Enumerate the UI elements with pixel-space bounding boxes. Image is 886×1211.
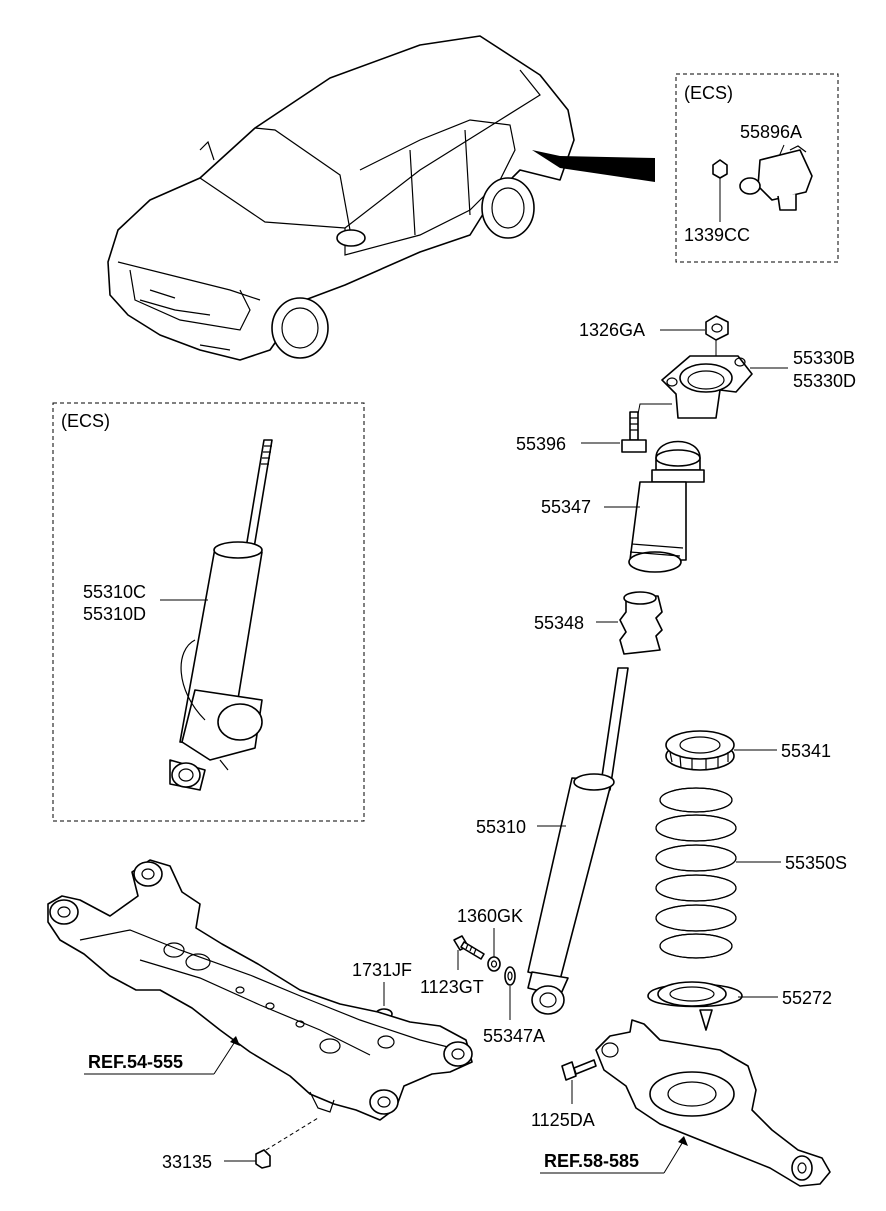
ecs-shock-box bbox=[52, 402, 365, 822]
label-55310D: 55310D bbox=[83, 604, 146, 624]
label-55310: 55310 bbox=[476, 817, 526, 837]
ecs-sensor-box bbox=[675, 73, 839, 263]
lower-seat-55272 bbox=[647, 981, 743, 1031]
nut-1339CC bbox=[712, 159, 728, 179]
ecs-sensor-part bbox=[739, 145, 813, 211]
lower-control-arm bbox=[595, 1019, 831, 1187]
dust-boot-55347 bbox=[628, 440, 705, 573]
label-55396: 55396 bbox=[516, 434, 566, 454]
label-55350S: 55350S bbox=[785, 853, 847, 873]
label-55347: 55347 bbox=[541, 497, 591, 517]
nut-33135 bbox=[255, 1149, 271, 1169]
bump-stopper-55348 bbox=[619, 591, 663, 655]
ecs-shock-absorber bbox=[169, 439, 273, 791]
label-55272: 55272 bbox=[782, 988, 832, 1008]
label-1360GK: 1360GK bbox=[457, 906, 523, 926]
label-55348: 55348 bbox=[534, 613, 584, 633]
label-55330B: 55330B bbox=[793, 348, 855, 368]
washer-1360GK bbox=[487, 956, 501, 972]
shock-absorber-55310 bbox=[527, 667, 629, 1015]
bolt-1125DA bbox=[561, 1059, 597, 1081]
label-55341: 55341 bbox=[781, 741, 831, 761]
spring-seat-55341 bbox=[665, 730, 735, 771]
nut-1326GA bbox=[705, 315, 729, 341]
label-1326GA: 1326GA bbox=[579, 320, 645, 340]
bolt-55396 bbox=[621, 411, 647, 453]
label-55330D: 55330D bbox=[793, 371, 856, 391]
coil-spring-55350S bbox=[655, 787, 737, 959]
rear-crossmember bbox=[47, 859, 473, 1121]
ecs-label-left: (ECS) bbox=[61, 411, 110, 431]
label-1125DA: 1125DA bbox=[531, 1110, 595, 1130]
upper-mount-55330 bbox=[661, 355, 753, 419]
label-33135: 33135 bbox=[162, 1152, 212, 1172]
label-55896A: 55896A bbox=[740, 122, 802, 142]
label-55310C: 55310C bbox=[83, 582, 146, 602]
ecs-label-top: (ECS) bbox=[684, 83, 733, 103]
label-1123GT: 1123GT bbox=[420, 977, 484, 997]
car-illustration bbox=[107, 35, 655, 361]
label-1339CC: 1339CC bbox=[684, 225, 750, 245]
washer-55347A bbox=[504, 966, 516, 986]
label-55347A: 55347A bbox=[483, 1026, 545, 1046]
ref-54-555: REF.54-555 bbox=[88, 1052, 183, 1072]
ref-58-585: REF.58-585 bbox=[544, 1151, 639, 1171]
label-1731JF: 1731JF bbox=[352, 960, 412, 980]
bolt-1123GT bbox=[453, 935, 485, 960]
